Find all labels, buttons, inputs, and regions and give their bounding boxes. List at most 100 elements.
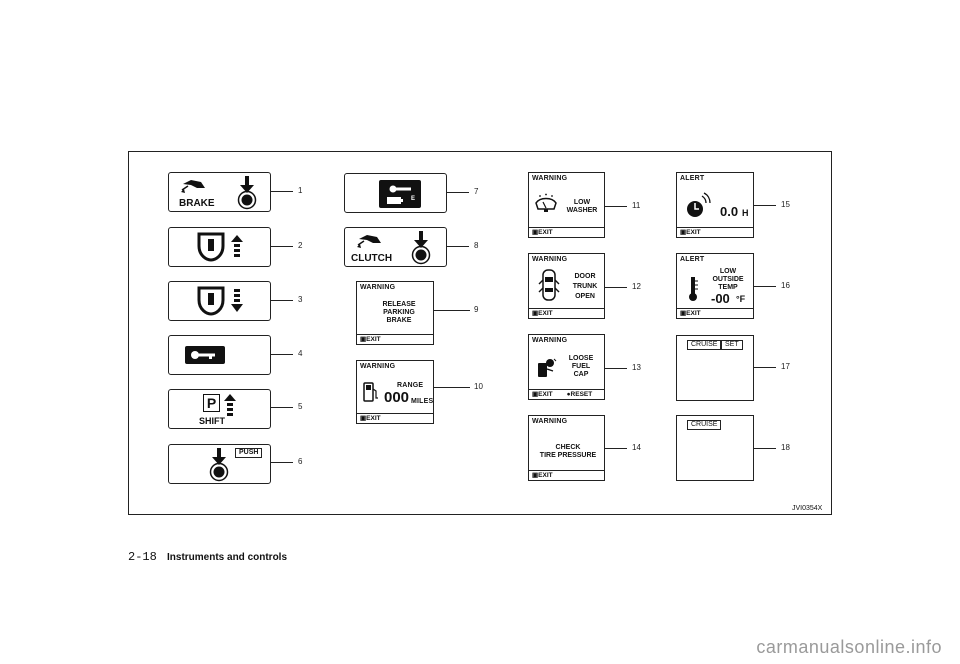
cruise-tag: CRUISE <box>687 340 722 350</box>
callout-13: 13 <box>632 363 641 372</box>
push-tag: PUSH <box>235 448 263 458</box>
battery-e-mark: E <box>411 196 416 202</box>
message-text: DOOR TRUNK OPEN <box>572 273 598 300</box>
exit-label: EXIT <box>366 336 381 343</box>
watermark: carmanualsonline.info <box>756 637 942 657</box>
message-text: LOW WASHER <box>566 199 598 214</box>
brake-label: BRAKE <box>179 198 215 209</box>
push-button-arrow-icon <box>411 231 431 265</box>
message-timer-alert: ALERT 0.0 H ▣EXIT <box>676 172 754 238</box>
timer-unit: H <box>742 208 749 218</box>
message-door-trunk-open: WARNING DOOR TRUNK OPEN ▣EXIT <box>528 253 605 319</box>
cruise-display: CRUISE <box>676 415 754 481</box>
callout-2: 2 <box>298 241 303 250</box>
message-check-tire-pressure: WARNING CHECK TIRE PRESSURE ▣EXIT <box>528 415 605 481</box>
callout-6: 6 <box>298 457 303 466</box>
shift-lever-down-icon <box>197 286 243 316</box>
warning-title: WARNING <box>532 337 568 344</box>
callout-14: 14 <box>632 443 641 452</box>
exit-bar: ▣EXIT <box>357 334 433 344</box>
car-door-open-icon <box>538 269 560 301</box>
indicator-park-shift: P SHIFT <box>168 389 271 429</box>
figure-frame <box>128 151 832 515</box>
callout-15: 15 <box>781 200 790 209</box>
range-value: 000 <box>384 389 410 406</box>
message-text: LOW OUTSIDE TEMP <box>712 268 744 291</box>
exit-bar: ▣EXIT <box>529 227 604 237</box>
exit-bar: ▣EXIT <box>677 308 753 318</box>
callout-1: 1 <box>298 186 303 195</box>
miles-unit: MILES <box>411 398 434 405</box>
message-text: LOOSE FUEL CAP <box>568 355 594 378</box>
cruise-tag: CRUISE <box>687 420 722 430</box>
exit-label: EXIT <box>538 310 553 317</box>
thermometer-icon <box>689 277 698 301</box>
timer-value: 0.0 <box>720 204 739 219</box>
alert-title: ALERT <box>680 175 705 182</box>
callout-7: 7 <box>474 187 479 196</box>
foot-press-icon <box>357 235 381 248</box>
push-button-arrow-icon <box>209 448 229 482</box>
indicator-shift-down <box>168 281 271 321</box>
indicator-no-key <box>168 335 271 375</box>
shift-label: SHIFT <box>199 416 225 426</box>
callout-8: 8 <box>474 241 479 250</box>
alert-title: ALERT <box>680 256 705 263</box>
set-tag: SET <box>721 340 743 350</box>
warning-title: WARNING <box>532 175 568 182</box>
exit-bar: ▣EXIT●RESET <box>529 389 604 399</box>
fuel-cap-icon <box>538 358 557 377</box>
exit-label: EXIT <box>686 229 701 236</box>
callout-10: 10 <box>474 382 483 391</box>
indicator-shift-up <box>168 227 271 267</box>
message-text: CHECK TIRE PRESSURE <box>539 444 597 459</box>
callout-16: 16 <box>781 281 790 290</box>
key-fob-icon <box>185 346 225 364</box>
temp-value: -00 <box>711 291 730 306</box>
fuel-pump-icon <box>363 382 378 402</box>
shift-lever-up-icon <box>197 232 243 262</box>
exit-label: EXIT <box>538 229 553 236</box>
exit-label: EXIT <box>538 391 553 398</box>
washer-fluid-icon <box>535 193 557 212</box>
message-low-washer: WARNING LOW WASHER ▣EXIT <box>528 172 605 238</box>
clock-alarm-icon <box>687 192 711 217</box>
callout-3: 3 <box>298 295 303 304</box>
warning-title: WARNING <box>360 363 396 370</box>
callout-9: 9 <box>474 305 479 314</box>
temp-unit: °F <box>736 294 746 304</box>
indicator-brake: BRAKE <box>168 172 271 212</box>
section-title: Instruments and controls <box>167 552 288 563</box>
exit-bar: ▣EXIT <box>529 470 604 480</box>
warning-title: WARNING <box>532 418 568 425</box>
push-button-arrow-icon <box>237 176 257 210</box>
reset-area: ●RESET <box>566 391 593 398</box>
cruise-set-display: CRUISE SET <box>676 335 754 401</box>
warning-title: WARNING <box>532 256 568 263</box>
indicator-clutch: CLUTCH <box>344 227 447 267</box>
exit-bar: ▣EXIT <box>357 413 433 423</box>
exit-bar: ▣EXIT <box>677 227 753 237</box>
key-battery-icon <box>379 180 421 208</box>
callout-12: 12 <box>632 282 641 291</box>
indicator-key-battery: E <box>344 173 447 213</box>
page-number: 2-18 <box>128 550 157 564</box>
exit-label: EXIT <box>366 415 381 422</box>
callout-5: 5 <box>298 402 303 411</box>
range-label: RANGE <box>397 382 424 389</box>
park-letter: P <box>203 394 220 412</box>
message-range: WARNING RANGE 000 MILES ▣EXIT <box>356 360 434 424</box>
message-text: RELEASE PARKING BRAKE <box>382 301 416 324</box>
callout-4: 4 <box>298 349 303 358</box>
figure-id: JVI0354X <box>792 505 823 512</box>
clutch-label: CLUTCH <box>351 253 393 264</box>
message-loose-fuel-cap: WARNING LOOSE FUEL CAP ▣EXIT●RESET <box>528 334 605 400</box>
callout-11: 11 <box>632 201 641 210</box>
foot-press-icon <box>181 180 205 193</box>
indicator-push-start: PUSH <box>168 444 271 484</box>
callout-17: 17 <box>781 362 790 371</box>
shift-up-arrow-icon <box>224 394 236 416</box>
reset-label: RESET <box>570 391 593 398</box>
warning-title: WARNING <box>360 284 396 291</box>
callout-18: 18 <box>781 443 790 452</box>
